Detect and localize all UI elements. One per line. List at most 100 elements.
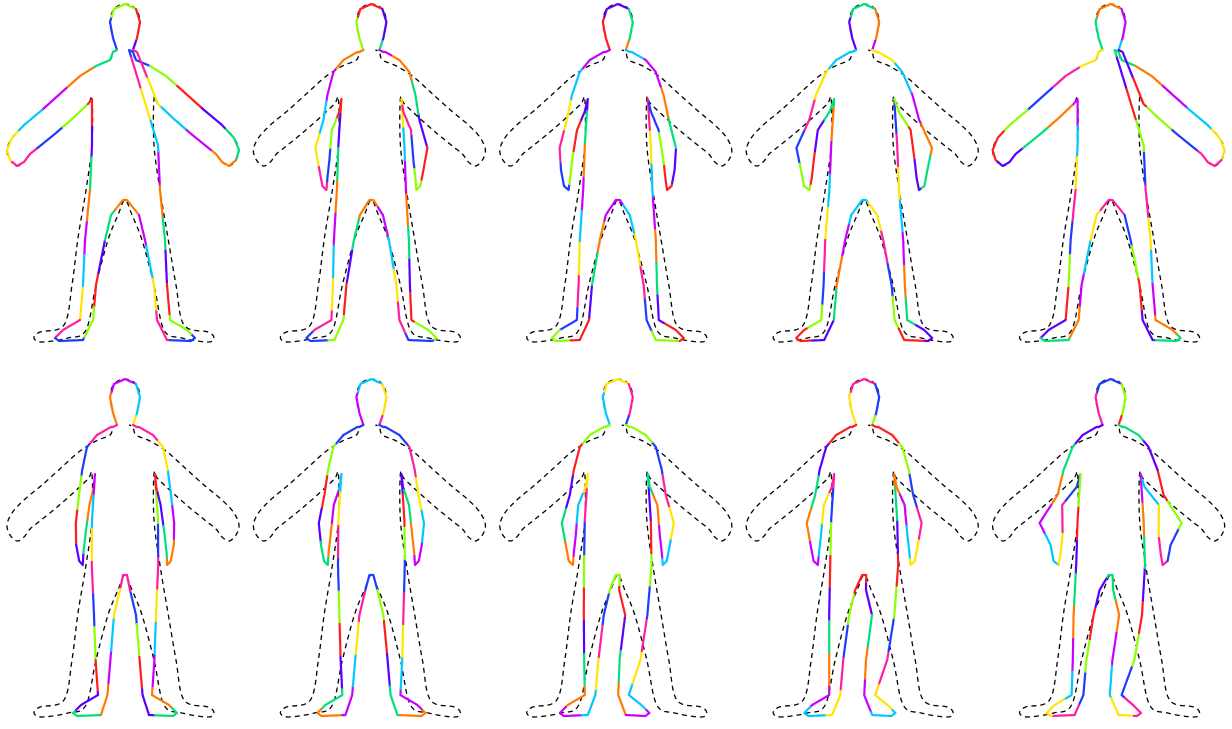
deformed-body-segment — [111, 618, 114, 651]
deformed-body-segment — [96, 660, 98, 692]
deformed-body-segment — [828, 425, 856, 445]
panel-r2-c1 — [7, 379, 239, 717]
deformed-head-segment — [626, 416, 629, 425]
deformed-body-segment — [898, 166, 900, 199]
deformed-body-segment — [340, 624, 341, 657]
deformed-body-segment — [1072, 190, 1075, 222]
deformed-body-segment — [807, 509, 811, 542]
deformed-body-segment — [170, 314, 192, 334]
deformed-body-segment — [1136, 66, 1163, 86]
deformed-body-segment — [626, 709, 650, 716]
deformed-body-segment — [1132, 246, 1139, 279]
deformed-body-segment — [337, 148, 338, 181]
deformed-body-segment — [1124, 697, 1141, 716]
deformed-body-segment — [401, 657, 403, 689]
deformed-body-segment — [819, 445, 829, 477]
deformed-body-segment — [561, 164, 570, 190]
deformed-body-segment — [317, 709, 342, 716]
deformed-body-segment — [1107, 575, 1116, 601]
deformed-body-segment — [855, 575, 867, 593]
deformed-body-segment — [414, 542, 422, 565]
deformed-body-segment — [157, 556, 158, 589]
deformed-body-segment — [897, 520, 898, 553]
deformed-head-segment — [875, 9, 879, 41]
deformed-body-segment — [1139, 600, 1143, 633]
deformed-body-segment — [211, 150, 236, 166]
deformed-body-segment — [83, 520, 87, 553]
deformed-body-segment — [315, 134, 319, 167]
deformed-body-segment — [84, 222, 87, 255]
deformed-body-segment — [1153, 282, 1156, 314]
deformed-body-segment — [1159, 538, 1168, 565]
deformed-head-segment — [603, 17, 610, 50]
deformed-head-segment — [110, 392, 117, 425]
deformed-body-segment — [1076, 541, 1077, 574]
deformed-body-segment — [403, 592, 404, 625]
deformed-body-segment — [153, 279, 157, 311]
deformed-body-segment — [807, 305, 823, 328]
deformed-body-segment — [1059, 532, 1063, 565]
reference-body-outline — [746, 50, 978, 342]
deformed-body-segment — [77, 476, 81, 510]
deformed-head-segment — [1122, 384, 1126, 416]
deformed-head-segment — [112, 379, 136, 392]
deformed-body-segment — [1155, 314, 1177, 334]
deformed-body-segment — [903, 231, 905, 264]
deformed-head-segment — [1122, 9, 1126, 41]
deformed-body-segment — [1080, 273, 1084, 305]
deformed-body-segment — [900, 199, 903, 231]
deformed-body-segment — [75, 692, 98, 711]
deformed-body-segment — [80, 288, 83, 320]
deformed-body-segment — [574, 523, 577, 556]
deformed-body-segment — [580, 211, 582, 243]
deformed-body-segment — [828, 175, 830, 208]
deformed-head-segment — [851, 4, 875, 17]
deformed-body-segment — [585, 111, 587, 145]
deformed-body-segment — [909, 473, 916, 506]
deformed-body-segment — [577, 276, 578, 308]
deformed-body-segment — [815, 70, 829, 101]
deformed-body-segment — [906, 297, 915, 325]
deformed-body-segment — [344, 282, 347, 314]
deformed-body-segment — [319, 101, 326, 134]
deformed-body-segment — [379, 425, 407, 445]
deformed-body-segment — [895, 486, 897, 520]
deformed-body-segment — [388, 237, 394, 270]
deformed-head-segment — [1119, 41, 1122, 50]
deformed-body-segment — [160, 106, 185, 129]
deformed-body-segment — [365, 575, 377, 590]
deformed-body-segment — [904, 264, 906, 297]
deformed-body-segment — [915, 160, 922, 190]
deformed-body-segment — [656, 261, 657, 294]
deformed-body-segment — [900, 495, 907, 526]
deformed-body-segment — [810, 542, 819, 565]
deformed-body-segment — [659, 526, 662, 559]
deformed-body-segment — [629, 683, 646, 709]
deformed-body-segment — [633, 651, 642, 683]
deformed-body-segment — [1066, 288, 1069, 320]
deformed-body-segment — [598, 221, 605, 252]
deformed-body-segment — [837, 255, 843, 288]
deformed-body-segment — [330, 117, 337, 148]
deformed-body-segment — [328, 523, 332, 556]
deformed-body-segment — [1074, 574, 1076, 606]
deformed-body-segment — [1168, 529, 1179, 562]
deformed-body-segment — [339, 592, 340, 625]
deformed-body-segment — [63, 104, 88, 127]
deformed-body-segment — [879, 651, 888, 683]
deformed-body-segment — [336, 181, 338, 214]
deformed-body-segment — [1064, 672, 1072, 700]
deformed-body-segment — [822, 492, 829, 523]
deformed-body-segment — [226, 129, 239, 160]
deformed-body-segment — [404, 559, 405, 592]
panel-r1-c2 — [253, 4, 485, 342]
deformed-body-segment — [1076, 157, 1078, 190]
deformed-body-segment — [18, 110, 42, 132]
deformed-body-segment — [1028, 88, 1053, 110]
deformed-body-segment — [387, 654, 390, 686]
deformed-head-segment — [851, 379, 875, 392]
deformed-head-segment — [1096, 17, 1103, 50]
deformed-body-segment — [1146, 106, 1171, 129]
deformed-body-segment — [92, 562, 93, 594]
deformed-body-segment — [653, 196, 655, 228]
